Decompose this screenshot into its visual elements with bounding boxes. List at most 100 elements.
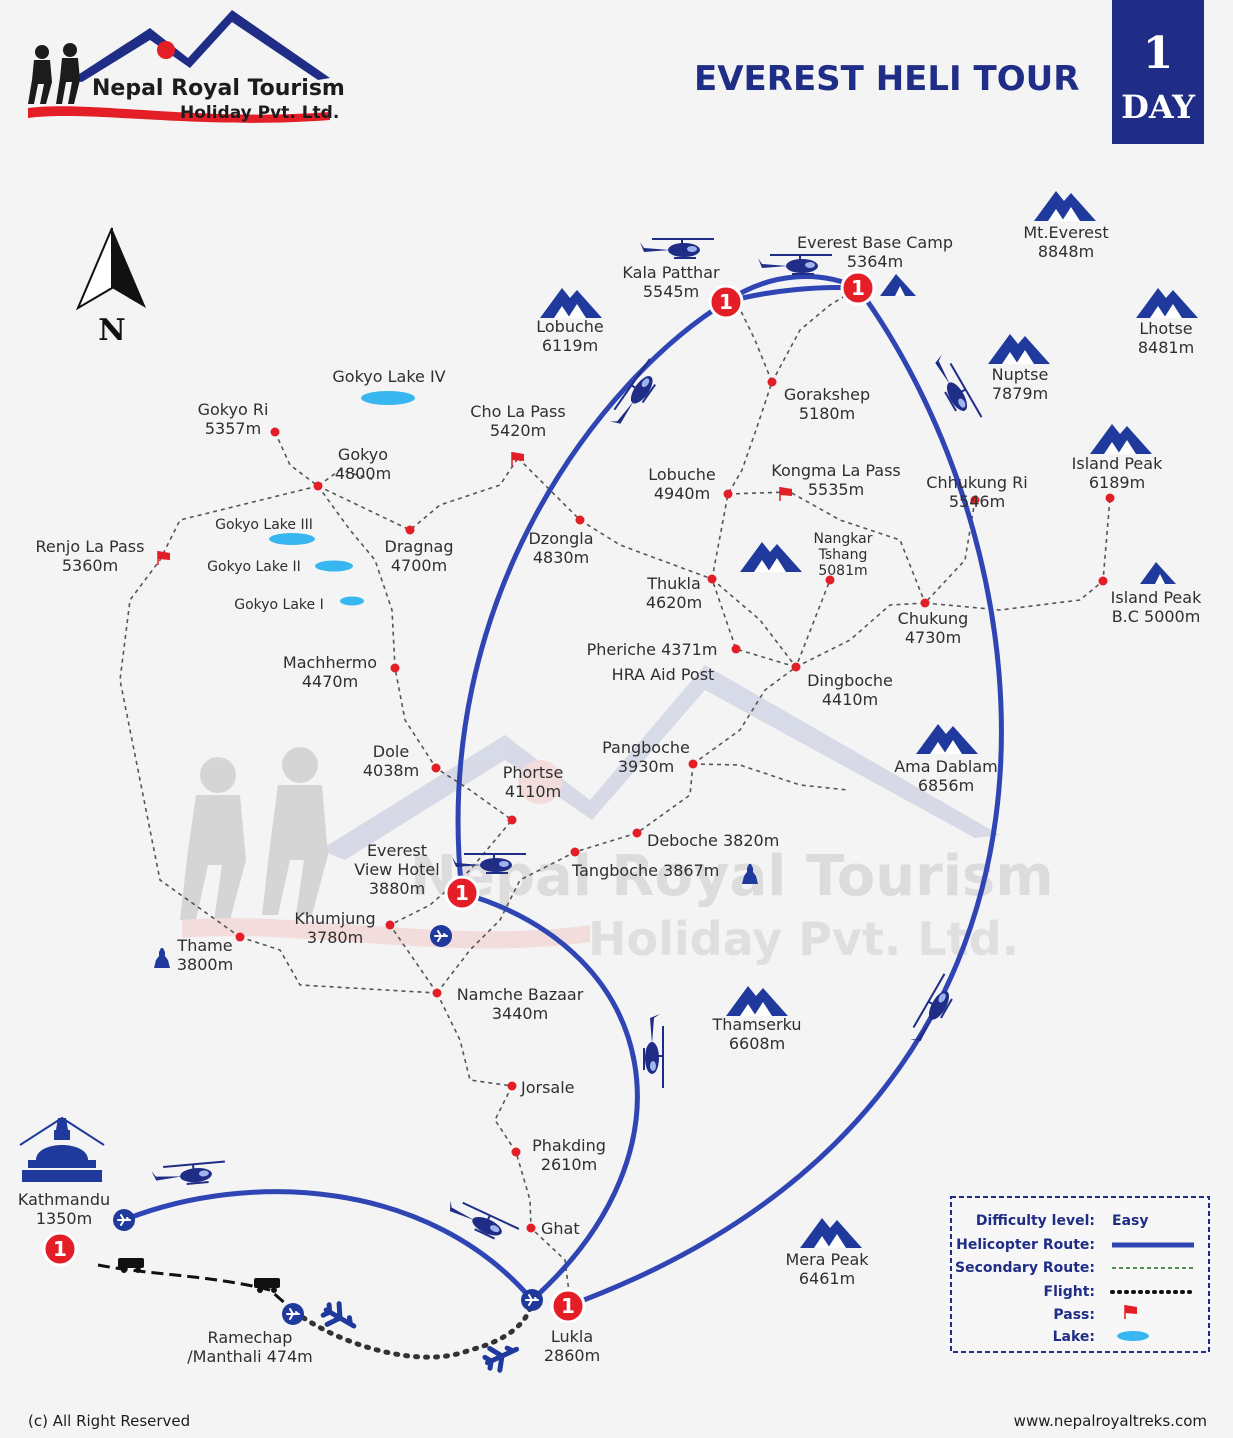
place-alt: 3880m	[369, 879, 425, 898]
place-alt: 4800m	[335, 464, 391, 483]
peak-labels: Mt.Everest 8848m Lhotse 8481m Nuptse 787…	[536, 223, 1194, 1288]
peak-name: Island Peak	[1072, 454, 1163, 473]
jeep-icon	[118, 1258, 144, 1273]
place-name: Ghat	[541, 1219, 580, 1238]
svg-text:1: 1	[455, 881, 469, 905]
place-name: Phortse	[503, 763, 564, 782]
day-badge: 1 DAY	[1112, 0, 1204, 144]
place-alt: 4110m	[505, 782, 561, 801]
peak-name: Mt.Everest	[1023, 223, 1108, 242]
lukla-airport-icon	[520, 1288, 544, 1312]
svg-text:1: 1	[851, 276, 865, 300]
peak-name: Thamserku	[712, 1015, 802, 1034]
peak-alt: 7879m	[992, 384, 1048, 403]
pass-flag-icon	[511, 451, 525, 467]
peak-alt: 8848m	[1038, 242, 1094, 261]
place-name: Ramechap	[208, 1328, 293, 1347]
day-marker: 1	[550, 1288, 586, 1324]
legend-label: Helicopter Route:	[956, 1237, 1095, 1253]
place-name: Pheriche 4371m	[587, 640, 718, 659]
place-alt: 2860m	[544, 1346, 600, 1365]
brand-name: Nepal Royal Tourism	[92, 76, 345, 101]
place-name: Deboche 3820m	[647, 831, 779, 850]
website-url: www.nepalroyaltreks.com	[1014, 1412, 1207, 1430]
place-name: Everest	[367, 841, 427, 860]
place-name: Island Peak	[1111, 588, 1202, 607]
gokyo-lake-ii	[315, 560, 353, 572]
legend-label: Flight:	[1044, 1284, 1095, 1300]
place-alt: 4410m	[822, 690, 878, 709]
mountain-icon-lhotse	[1136, 288, 1198, 318]
pass-flag-icon	[157, 550, 171, 566]
north-label: N	[98, 313, 125, 348]
place-alt: 5535m	[808, 480, 864, 499]
place-name: View Hotel	[354, 860, 439, 879]
airplane-icon	[320, 1300, 360, 1337]
place-name: HRA Aid Post	[612, 665, 715, 684]
airplane-icon	[482, 1338, 521, 1373]
place-name: Dragnag	[385, 537, 454, 556]
place-name: Gokyo Lake IV	[332, 367, 445, 386]
base-camp-tent-icon	[880, 274, 916, 296]
monastery-icon	[154, 948, 170, 968]
gokyo-lake-iii	[269, 533, 315, 545]
svg-text:1: 1	[53, 1237, 67, 1261]
place-name: Kongma La Pass	[771, 461, 900, 480]
day-badge-label: DAY	[1121, 88, 1196, 126]
place-name: Cho La Pass	[470, 402, 565, 421]
place-name: Tangboche 3867m	[571, 861, 719, 880]
place-name: Phakding	[532, 1136, 606, 1155]
place-alt: 4730m	[905, 628, 961, 647]
place-alt: 2610m	[541, 1155, 597, 1174]
legend-label: Pass:	[1053, 1307, 1095, 1323]
peak-name: Nuptse	[992, 365, 1049, 384]
place-alt: 4470m	[302, 672, 358, 691]
legend: Difficulty level: Easy Helicopter Route:…	[950, 1196, 1210, 1353]
place-alt: 5545m	[643, 282, 699, 301]
place-alt: 3440m	[492, 1004, 548, 1023]
place-labels: Everest Base Camp 5364m Kala Patthar 554…	[18, 233, 1202, 1366]
brand-logo: Nepal Royal Tourism Holiday Pvt. Ltd.	[28, 10, 345, 123]
jeep-icon	[254, 1278, 280, 1293]
island-peak-bc-tent-icon	[1140, 562, 1176, 584]
place-name: Machhermo	[283, 653, 377, 672]
gokyo-lake-i	[340, 596, 364, 606]
place-name: Chhukung Ri	[926, 473, 1027, 492]
peak-alt: 6119m	[542, 336, 598, 355]
place-alt: 5081m	[818, 563, 867, 579]
helicopter-icon	[757, 254, 833, 275]
svg-text:1: 1	[719, 290, 733, 314]
place-alt: 5546m	[949, 492, 1005, 511]
syangboche-airport-icon	[429, 924, 453, 948]
place-name: Dole	[373, 742, 409, 761]
mountain-icon-nuptse	[988, 334, 1050, 364]
day-badge-number: 1	[1143, 28, 1174, 79]
mountain-icon-ama-dablam	[916, 724, 978, 754]
peak-name: Lhotse	[1139, 319, 1192, 338]
place-alt: 5420m	[490, 421, 546, 440]
watermark-line-2: Holiday Pvt. Ltd.	[588, 912, 1019, 966]
day-marker: 1	[840, 270, 876, 306]
place-name: Gorakshep	[784, 385, 870, 404]
place-name: Gokyo Ri	[198, 400, 269, 419]
brand-sub: Holiday Pvt. Ltd.	[180, 103, 339, 123]
mountain-icon-mera-peak	[800, 1218, 862, 1248]
helicopter-icon	[927, 352, 983, 428]
place-alt: 3780m	[307, 928, 363, 947]
peak-alt: 6856m	[918, 776, 974, 795]
mountain-icon-island-peak	[1090, 424, 1152, 454]
day-marker: 1	[444, 875, 480, 911]
helicopter-icon	[150, 1160, 228, 1188]
mountain-icon-lobuche-peak	[540, 288, 602, 318]
road-to-ramechap	[97, 1263, 296, 1314]
place-alt: 5364m	[847, 252, 903, 271]
place-name: B.C 5000m	[1112, 607, 1201, 626]
place-name: /Manthali 474m	[187, 1347, 312, 1366]
place-name: Thukla	[646, 574, 701, 593]
place-name: Dingboche	[807, 671, 893, 690]
peak-alt: 6461m	[799, 1269, 855, 1288]
place-alt: 4830m	[533, 548, 589, 567]
place-name: Gokyo Lake III	[215, 517, 313, 533]
mountain-icon-kongma	[740, 542, 802, 572]
peak-name: Ama Dablam	[894, 757, 998, 776]
